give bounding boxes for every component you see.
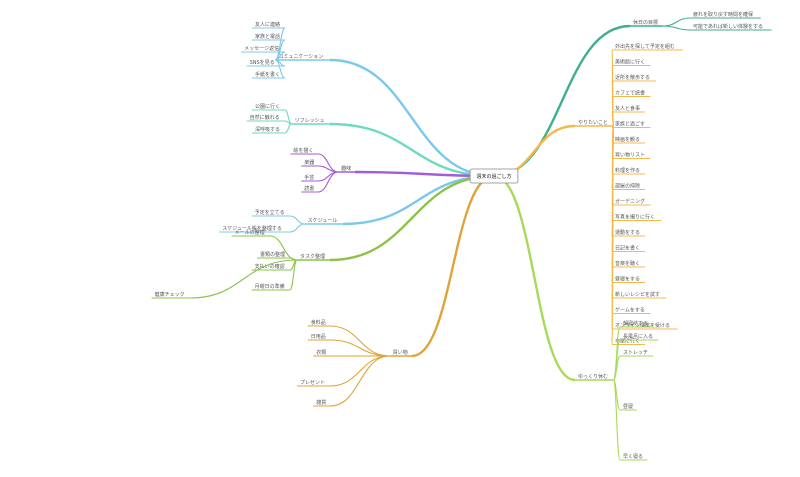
branch-line <box>493 174 576 382</box>
branch-label[interactable]: リフレッシュ <box>295 118 325 124</box>
branch-label[interactable]: 休日の目標 <box>633 19 658 26</box>
child-label[interactable]: 日記を書く <box>615 245 640 252</box>
child-label[interactable]: 料理を作る <box>615 167 640 174</box>
branch-label[interactable]: 買い物 <box>393 349 408 356</box>
child-label[interactable]: プレゼント <box>300 379 325 386</box>
child-line <box>317 171 339 193</box>
child-line <box>275 59 286 79</box>
child-label[interactable]: 雑貨 <box>316 399 326 406</box>
child-line <box>289 215 305 225</box>
child-label[interactable]: 疲れを取り戻す時間を確保 <box>693 11 753 18</box>
child-label[interactable]: 支払いの確認 <box>255 263 285 270</box>
child-line <box>289 259 298 291</box>
branch-label[interactable]: やりたいこと <box>578 119 608 126</box>
child-label[interactable]: オンライン講座を受ける <box>615 322 670 329</box>
child-label[interactable]: 買い物リスト <box>615 152 645 159</box>
branch-line <box>329 58 495 178</box>
child-label[interactable]: 衣類 <box>316 349 326 356</box>
child-label[interactable]: 友人に連絡 <box>255 21 280 28</box>
child-line <box>284 123 292 134</box>
child-line <box>612 326 621 381</box>
child-line <box>289 223 305 233</box>
child-label[interactable]: 公園に行く <box>255 103 280 110</box>
child-label[interactable]: メッセージ返信 <box>244 45 279 52</box>
child-label[interactable]: 家族と過ごす <box>615 121 645 128</box>
child-label[interactable]: 朝寝坊する <box>623 320 648 327</box>
child-label[interactable]: 手芸 <box>304 174 314 181</box>
child-line <box>189 259 298 299</box>
child-line <box>329 355 390 387</box>
child-label[interactable]: 家族と電話 <box>255 33 280 40</box>
child-label[interactable]: 可能であれば新しい体験をする <box>693 23 763 30</box>
child-label[interactable]: 写真を撮りに行く <box>615 214 655 221</box>
child-label[interactable]: 運動をする <box>615 229 640 236</box>
child-label[interactable]: 自然に触れる <box>250 114 280 121</box>
branch-line <box>411 174 495 358</box>
child-line <box>329 355 390 407</box>
branch-line <box>329 174 495 262</box>
branch-label[interactable]: コミュニケーション <box>278 53 323 60</box>
child-label[interactable]: メールの整理 <box>235 229 265 236</box>
child-line <box>329 339 390 357</box>
child-label[interactable]: 月曜日の準備 <box>255 283 285 290</box>
child-line <box>611 125 614 346</box>
child-label[interactable]: 早く寝る <box>623 453 643 460</box>
child-label[interactable]: 読書 <box>304 185 314 192</box>
child-label[interactable]: 健康チェック <box>155 291 185 298</box>
child-label[interactable]: 新しいレシピを試す <box>615 291 660 298</box>
child-label[interactable]: 本屋に行く <box>615 338 640 345</box>
branch-line <box>493 124 576 178</box>
child-label[interactable]: 昼寝 <box>623 403 633 410</box>
child-label[interactable]: 書類の整理 <box>260 251 285 258</box>
child-label[interactable]: ゲームをする <box>615 307 645 314</box>
child-label[interactable]: 映画を観る <box>615 136 640 143</box>
child-label[interactable]: スケジュール帳を整理する <box>222 225 282 232</box>
branch-line <box>329 122 495 178</box>
branch-label[interactable]: タスク整理 <box>300 253 325 260</box>
child-label[interactable]: 友人と食事 <box>615 105 640 112</box>
branch-line <box>493 24 631 178</box>
child-label[interactable]: 食料品 <box>311 319 326 326</box>
child-line <box>612 355 621 381</box>
root-box <box>469 168 519 184</box>
child-label[interactable]: 深呼吸する <box>255 126 280 133</box>
child-label[interactable]: カフェで読書 <box>615 90 645 97</box>
child-label[interactable]: 予定を立てる <box>255 209 285 216</box>
child-label[interactable]: 近所を散歩する <box>615 74 650 81</box>
child-label[interactable]: 外出先を探して予定を組む <box>615 43 675 50</box>
child-label[interactable]: 部屋の掃除 <box>615 183 640 190</box>
child-label[interactable]: 長風呂に入る <box>623 334 653 340</box>
child-label[interactable]: 美術館に行く <box>615 59 645 66</box>
child-label[interactable]: 手紙を書く <box>255 71 280 78</box>
child-line <box>612 379 621 461</box>
child-line <box>317 171 339 182</box>
child-label[interactable]: 絵を描く <box>293 147 313 154</box>
branch-label[interactable]: 趣味 <box>341 165 351 172</box>
branch-b2[interactable]: やりたいこと 外出先を探して予定を組む美術館に行く近所を散歩するカフェで読書友人と… <box>493 43 683 346</box>
child-label[interactable]: SNSを見る <box>250 59 275 66</box>
child-line <box>662 17 691 27</box>
child-line <box>662 25 691 31</box>
child-label[interactable]: 日用品 <box>311 334 326 340</box>
child-label[interactable]: ガーデニング <box>615 198 645 205</box>
branch-label[interactable]: スケジュール <box>308 217 338 224</box>
child-label[interactable]: 昼寝をする <box>615 276 640 283</box>
root-label: 週末の過ごし方 <box>476 173 511 180</box>
root-node[interactable]: 週末の過ごし方 <box>469 168 519 184</box>
branch-label[interactable]: ゆっくり休む <box>578 373 608 380</box>
child-label[interactable]: ストレッチ <box>623 350 648 356</box>
child-label[interactable]: 楽器 <box>304 159 314 166</box>
child-label[interactable]: 音楽を聴く <box>615 260 640 267</box>
